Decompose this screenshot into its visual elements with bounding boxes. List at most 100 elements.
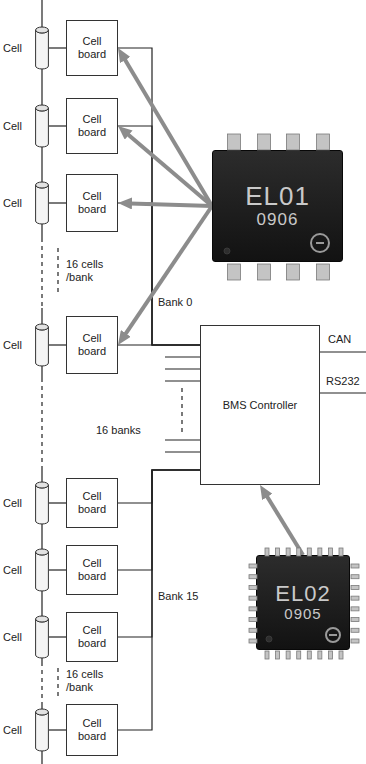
cell-cylinder xyxy=(35,26,49,70)
chip-pin xyxy=(351,607,359,611)
cell-label: Cell xyxy=(3,564,22,577)
cell-cylinder xyxy=(35,104,49,148)
bank-label: Bank 0 xyxy=(158,296,192,309)
chip-pin xyxy=(227,134,240,150)
maker-logo xyxy=(311,234,329,252)
box-label: Cell board xyxy=(71,190,113,216)
chip-pin xyxy=(351,585,359,589)
battery-cell: Cell xyxy=(3,26,49,70)
rail-dashed xyxy=(41,662,42,704)
chip-pin xyxy=(318,651,322,659)
cell-cylinder xyxy=(35,615,49,659)
chip-pin xyxy=(265,548,269,556)
cell-label: Cell xyxy=(3,120,22,133)
chip-pin xyxy=(351,564,359,568)
chip-pin xyxy=(286,134,299,150)
chip-pin xyxy=(351,639,359,643)
cell-cylinder xyxy=(35,481,49,525)
box-label: Cell board xyxy=(71,113,113,139)
chip-photo: EL010906 xyxy=(212,150,343,262)
chip-pin xyxy=(339,651,343,659)
chip-pin xyxy=(317,134,330,150)
can-wire xyxy=(320,351,366,352)
battery-cell: Cell xyxy=(3,708,49,752)
chip-pin xyxy=(328,651,332,659)
pointer-arrow xyxy=(130,203,212,206)
chip-photo: EL020905 xyxy=(256,555,350,650)
chip-pin xyxy=(339,548,343,556)
chip-pin xyxy=(258,264,271,280)
cell-board: Cell board xyxy=(66,704,118,756)
cell-board: Cell board xyxy=(66,98,118,154)
cylinder-top xyxy=(36,105,49,111)
rs232-wire xyxy=(320,392,366,393)
cell-cylinder xyxy=(35,181,49,225)
cylinder-body xyxy=(36,619,49,658)
cylinder-top xyxy=(36,324,49,330)
bank-stubs xyxy=(165,357,200,452)
chip-pin xyxy=(249,607,257,611)
cell-cylinder xyxy=(35,708,49,752)
box-label: Cell board xyxy=(71,717,113,743)
box-label: BMS Controller xyxy=(223,399,298,412)
chip-pin xyxy=(286,264,299,280)
chip-marking: EL02 xyxy=(275,582,330,606)
bank-wire xyxy=(165,356,200,357)
battery-cell: Cell xyxy=(3,548,49,592)
cell-cylinder xyxy=(35,323,49,367)
chip-pin xyxy=(286,651,290,659)
battery-cell: Cell xyxy=(3,615,49,659)
cell-label: Cell xyxy=(3,497,22,510)
wire xyxy=(49,729,66,730)
wire xyxy=(118,470,200,503)
cell-label: Cell xyxy=(3,42,22,55)
box-label: Cell board xyxy=(71,490,113,516)
cell-label: Cell xyxy=(3,724,22,737)
chip-pin xyxy=(276,651,280,659)
ellipsis-dash xyxy=(57,668,58,698)
cylinder-body xyxy=(36,712,49,751)
chip-pin xyxy=(351,628,359,632)
cell-label: Cell xyxy=(3,197,22,210)
box-label: Cell board xyxy=(71,624,113,650)
bank-label: Bank 15 xyxy=(158,590,198,603)
controller-box: BMS Controller xyxy=(200,325,320,485)
chip-pin xyxy=(318,548,322,556)
chip-pin xyxy=(328,548,332,556)
chip-marking: EL01 xyxy=(245,182,310,211)
wire xyxy=(49,47,66,48)
chip-pin xyxy=(276,548,280,556)
cell-label: Cell xyxy=(3,339,22,352)
cylinder-body xyxy=(36,552,49,591)
chip-pin xyxy=(249,575,257,579)
chip-pin xyxy=(317,264,330,280)
maker-logo xyxy=(326,628,340,642)
cylinder-top xyxy=(36,182,49,188)
pin-one-dot xyxy=(224,248,230,254)
chip-pin xyxy=(249,585,257,589)
cylinder-body xyxy=(36,108,49,147)
ellipsis-note: 16 banks xyxy=(96,424,141,437)
chip-pin xyxy=(249,639,257,643)
wire xyxy=(118,48,200,345)
wire xyxy=(118,470,200,637)
chip-pin xyxy=(307,651,311,659)
cell-cylinder xyxy=(35,548,49,592)
chip-pin xyxy=(265,651,269,659)
chip-pin xyxy=(286,548,290,556)
pointer-arrow xyxy=(266,495,303,555)
cell-board: Cell board xyxy=(66,478,118,528)
chip-marking: 0906 xyxy=(257,211,299,230)
chip-pin xyxy=(249,618,257,622)
chip-pin xyxy=(227,264,240,280)
cylinder-top xyxy=(36,549,49,555)
cylinder-top xyxy=(36,27,49,33)
box-label: Cell board xyxy=(71,332,113,358)
chip-pin xyxy=(351,575,359,579)
battery-cell: Cell xyxy=(3,181,49,225)
wire xyxy=(49,636,66,637)
bank-wire xyxy=(165,368,200,369)
cell-board: Cell board xyxy=(66,316,118,374)
wire xyxy=(118,470,200,570)
